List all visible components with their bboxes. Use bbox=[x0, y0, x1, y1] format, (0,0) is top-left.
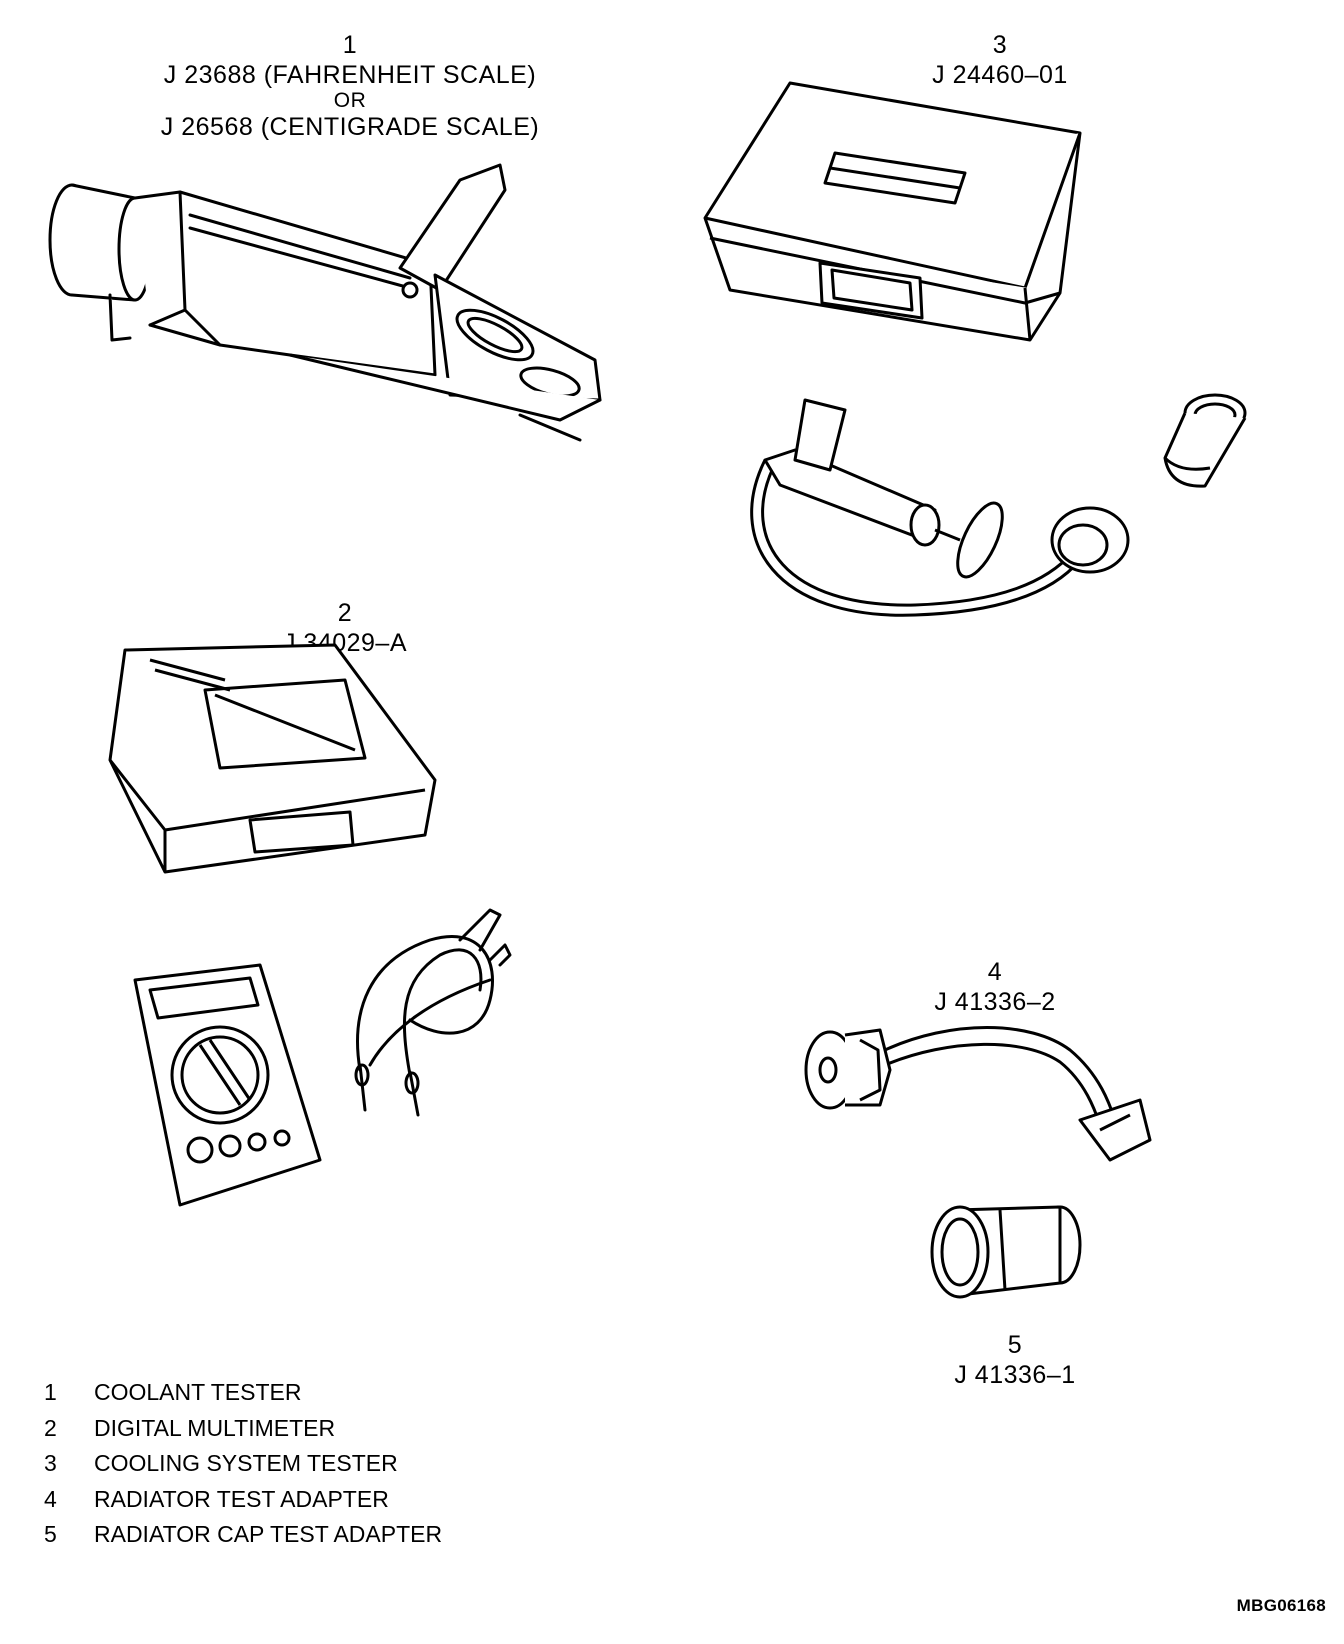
callout-1-number: 1 bbox=[342, 31, 358, 59]
callout-1-part-centigrade: J 26568 (CENTIGRADE SCALE) bbox=[160, 113, 540, 141]
legend-item-text: COOLANT TESTER bbox=[94, 1379, 302, 1406]
pressure-pump-illustration bbox=[735, 390, 1155, 650]
legend-item-text: RADIATOR TEST ADAPTER bbox=[94, 1485, 389, 1512]
legend-item-number: 4 bbox=[44, 1485, 57, 1512]
figure-code: MBG06168 bbox=[1236, 1596, 1326, 1615]
legend: 1 COOLANT TESTER 2 DIGITAL MULTIMETER 3 … bbox=[44, 1375, 442, 1553]
callout-5-number: 5 bbox=[1007, 1331, 1023, 1359]
callout-4-part: J 41336–2 bbox=[934, 988, 1056, 1016]
legend-item-text: COOLING SYSTEM TESTER bbox=[94, 1450, 398, 1477]
radiator-test-adapter-illustration bbox=[800, 1010, 1180, 1170]
legend-item-number: 5 bbox=[44, 1521, 57, 1548]
callout-1-or: OR bbox=[333, 89, 367, 112]
callout-2-number: 2 bbox=[337, 599, 353, 627]
legend-item: 2 DIGITAL MULTIMETER bbox=[44, 1411, 442, 1447]
legend-item-number: 1 bbox=[44, 1379, 57, 1406]
legend-item-text: DIGITAL MULTIMETER bbox=[94, 1414, 336, 1441]
legend-item-number: 2 bbox=[44, 1414, 57, 1441]
legend-item: 5 RADIATOR CAP TEST ADAPTER bbox=[44, 1517, 442, 1553]
legend-item: 4 RADIATOR TEST ADAPTER bbox=[44, 1482, 442, 1518]
cooling-system-tester-case-illustration bbox=[700, 78, 1140, 348]
multimeter-case-illustration bbox=[105, 640, 445, 880]
cap-adapter-small-illustration bbox=[1150, 388, 1250, 498]
digital-multimeter-illustration bbox=[130, 960, 330, 1220]
callout-1-part-fahrenheit: J 23688 (FAHRENHEIT SCALE) bbox=[163, 61, 537, 89]
callout-3: 3 J 24460–01 bbox=[880, 30, 1120, 90]
callout-1: 1 J 23688 (FAHRENHEIT SCALE) OR J 26568 … bbox=[160, 30, 540, 142]
legend-item: 1 COOLANT TESTER bbox=[44, 1375, 442, 1411]
callout-2: 2 J 34029–A bbox=[245, 598, 445, 658]
callout-4: 4 J 41336–2 bbox=[895, 957, 1095, 1017]
callout-3-part: J 24460–01 bbox=[932, 61, 1068, 89]
legend-item: 3 COOLING SYSTEM TESTER bbox=[44, 1446, 442, 1482]
callout-5-part: J 41336–1 bbox=[954, 1361, 1076, 1389]
legend-item-text: RADIATOR CAP TEST ADAPTER bbox=[94, 1521, 443, 1548]
test-leads-illustration bbox=[340, 900, 520, 1120]
callout-5: 5 J 41336–1 bbox=[915, 1330, 1115, 1390]
callout-3-number: 3 bbox=[992, 31, 1008, 59]
callout-4-number: 4 bbox=[987, 958, 1003, 986]
radiator-cap-test-adapter-illustration bbox=[930, 1195, 1100, 1315]
legend-item-number: 3 bbox=[44, 1450, 57, 1477]
coolant-tester-illustration bbox=[40, 160, 640, 460]
